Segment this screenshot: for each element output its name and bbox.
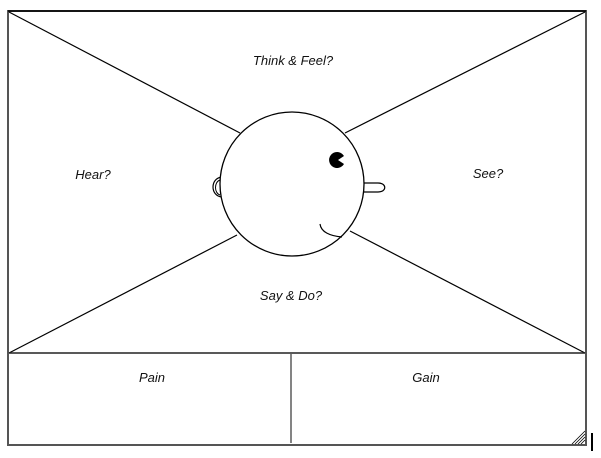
head-circle: [219, 111, 365, 257]
label-see: See?: [472, 166, 504, 181]
label-gain: Gain: [412, 370, 440, 385]
text-cursor: [591, 433, 593, 451]
eye-icon: [329, 152, 344, 168]
mouth-icon: [319, 223, 343, 238]
ear-inner: [215, 179, 221, 196]
label-pain: Pain: [138, 370, 166, 385]
diagonal-bottom-right: [349, 230, 586, 354]
label-say-do: Say & Do?: [259, 288, 323, 303]
label-hear: Hear?: [75, 167, 111, 182]
label-think-feel: Think & Feel?: [252, 53, 334, 68]
resize-grip-icon[interactable]: [571, 430, 586, 445]
diagonal-top-right: [344, 11, 586, 134]
diagonal-bottom-left: [8, 234, 238, 354]
nose-icon: [364, 182, 386, 193]
diagonal-top-left: [8, 11, 241, 134]
